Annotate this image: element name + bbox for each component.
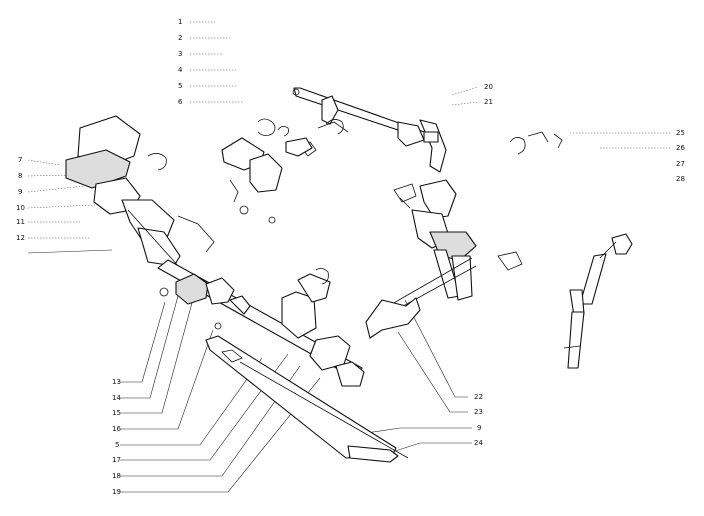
callout-13: 13 <box>112 378 121 386</box>
callout-7: 7 <box>18 156 22 164</box>
callout-2: 2 <box>178 34 182 42</box>
callout-5: 5 <box>178 82 182 90</box>
callout-labels: 1 2 3 4 5 6 7 8 9 10 11 12 13 14 15 16 5… <box>16 18 685 496</box>
callout-5b: 5 <box>115 441 119 449</box>
callout-19: 19 <box>112 488 121 496</box>
callout-17: 17 <box>112 456 121 464</box>
callout-3: 3 <box>178 50 182 58</box>
callout-11: 11 <box>16 218 25 226</box>
callout-26: 26 <box>676 144 685 152</box>
callout-18: 18 <box>112 472 121 480</box>
callout-25: 25 <box>676 129 685 137</box>
bottom-plate <box>205 335 409 463</box>
callout-8: 8 <box>18 172 22 180</box>
callout-15: 15 <box>112 409 121 417</box>
callout-9b: 9 <box>477 424 481 432</box>
callout-16: 16 <box>112 425 121 433</box>
callout-4: 4 <box>178 66 183 74</box>
small-parts-cluster <box>221 118 349 224</box>
callout-28: 28 <box>676 175 685 183</box>
far-right-bracket <box>509 131 633 369</box>
callout-14: 14 <box>112 394 121 402</box>
callout-12: 12 <box>16 234 25 242</box>
callout-9: 9 <box>18 188 22 196</box>
callout-20: 20 <box>484 83 493 91</box>
callout-1: 1 <box>178 18 182 26</box>
central-shaft-assembly <box>157 259 365 387</box>
callout-22: 22 <box>474 393 483 401</box>
callout-27: 27 <box>676 160 685 168</box>
callout-23: 23 <box>474 408 483 416</box>
callout-24: 24 <box>474 439 483 447</box>
callout-21: 21 <box>484 98 493 106</box>
callout-10: 10 <box>16 204 25 212</box>
upper-shaft-assembly <box>292 87 447 173</box>
left-arm-assembly <box>65 115 215 269</box>
right-lever-assembly <box>365 179 523 339</box>
callout-6: 6 <box>178 98 183 106</box>
